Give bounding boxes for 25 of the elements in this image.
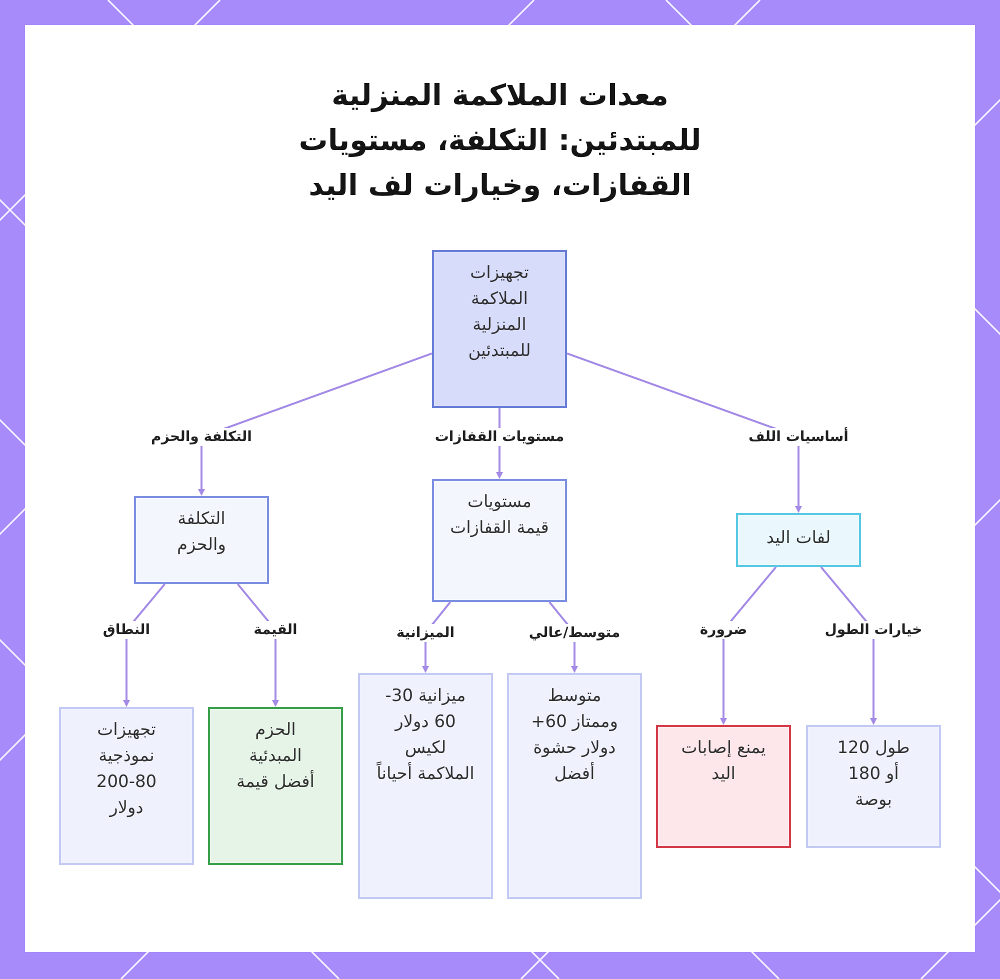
connector-arrow xyxy=(198,352,432,496)
category-box xyxy=(736,513,861,567)
warning-box xyxy=(656,725,791,848)
node-text: مستويات قيمة القفازات xyxy=(450,491,549,540)
node-text: تجهيزات نموذجية 80-200 دولار xyxy=(95,719,158,820)
highlight-box xyxy=(208,707,343,865)
diagram-title: معدات الملاكمة المنزلية للمبتدئين: التكلفة، مستويات القفازات، وخيارات لف اليد xyxy=(298,77,702,204)
connector-arrow xyxy=(720,566,777,725)
category-box xyxy=(134,496,269,584)
node-text: لفات اليد xyxy=(766,527,831,550)
connector-arrow xyxy=(566,352,802,513)
node-text: طول 120 أو 180 بوصة xyxy=(836,737,911,812)
detail-box xyxy=(806,725,941,848)
detail-box xyxy=(507,673,642,899)
detail-box xyxy=(358,673,493,899)
node-text: الحزم المبدئية أفضل قيمة xyxy=(235,719,316,794)
node-text: التكلفة والحزم xyxy=(176,508,227,557)
node-text: يمنع إصابات اليد xyxy=(680,737,767,786)
node-text: ميزانية 30-60 دولار لكيس الملاكمة أحياناً xyxy=(376,685,475,786)
category-box xyxy=(432,479,567,602)
root-topic-box xyxy=(432,250,567,408)
detail-box xyxy=(59,707,194,865)
node-text: تجهيزات الملاكمة المنزلية للمبتدئين xyxy=(467,262,532,363)
node-text: متوسط وممتاز 60+ دولار حشوة أفضل xyxy=(530,685,619,786)
connector-arrow xyxy=(820,566,877,725)
